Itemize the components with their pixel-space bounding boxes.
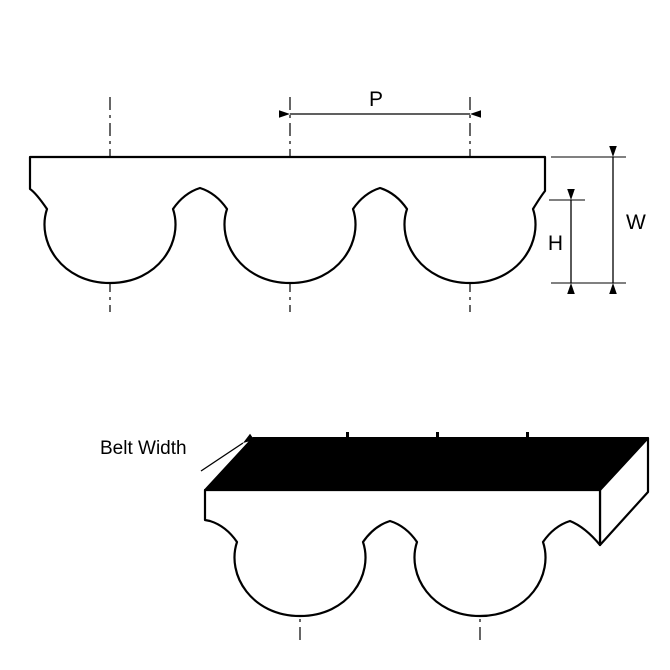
- belt-cross-section-outline: [28, 155, 547, 285]
- belt-height-label: W: [626, 211, 646, 234]
- belt-height-dimension: W: [551, 146, 646, 294]
- back-edge-tick-2: [436, 432, 439, 439]
- pitch-dimension: P: [279, 88, 481, 118]
- tooth-height-dimension: H: [548, 189, 585, 294]
- top-view: P W H: [28, 88, 646, 312]
- tooth-height-label: H: [548, 232, 563, 255]
- bottom-view: Belt Width: [100, 432, 650, 642]
- belt-width-callout: Belt Width: [100, 433, 255, 472]
- back-edge-tick-3: [526, 432, 529, 439]
- belt-top-face: [204, 437, 649, 491]
- belt-width-label: Belt Width: [100, 438, 187, 459]
- belt-width-arrow: [200, 433, 255, 472]
- back-edge-tick-1: [346, 432, 349, 439]
- pitch-label: P: [369, 88, 383, 111]
- belt-front-profile: [203, 488, 602, 618]
